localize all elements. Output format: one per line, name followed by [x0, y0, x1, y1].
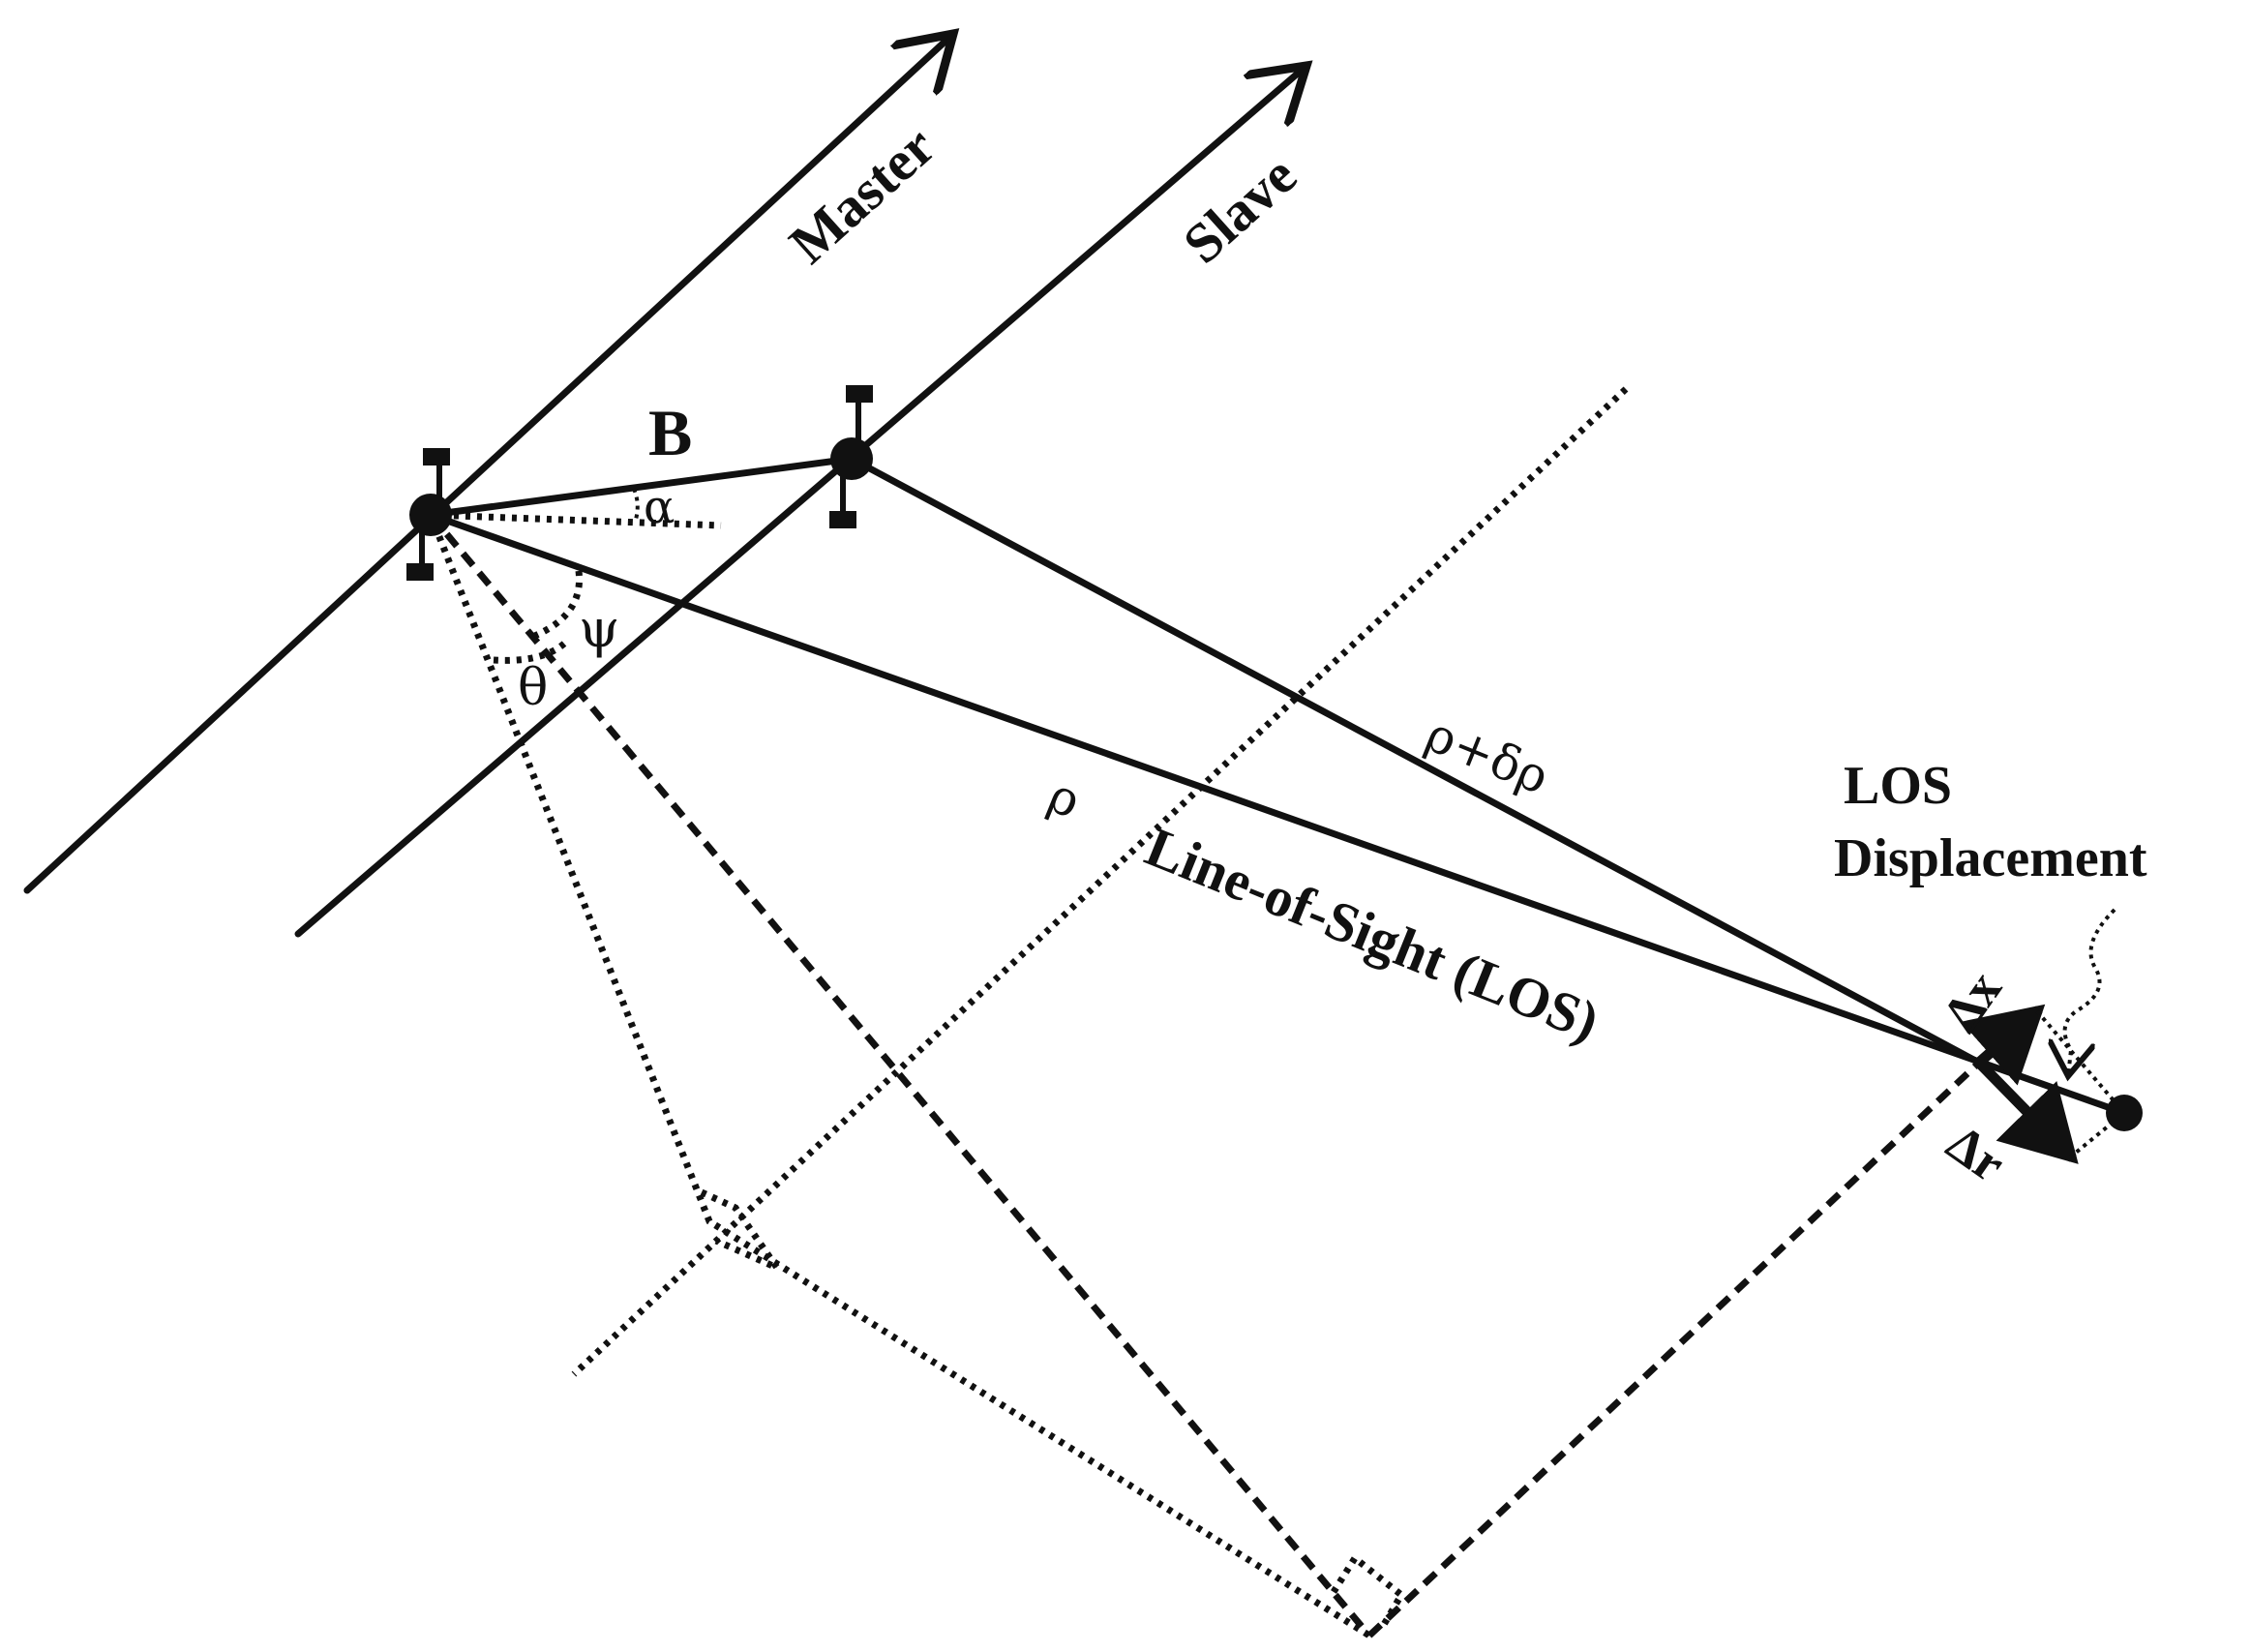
dotted-parallel-line — [571, 386, 1629, 1377]
rho-delta-label: ρ+δρ — [1419, 706, 1557, 805]
delta-x-label: Δx — [1932, 961, 2013, 1042]
alpha-reference-line — [430, 511, 722, 529]
alpha-arc — [632, 488, 640, 524]
rho-label: ρ — [1041, 766, 1089, 829]
target-point — [2106, 1095, 2143, 1131]
master-satellite-icon — [406, 448, 452, 581]
delta-r-vector — [1973, 1057, 2079, 1164]
slave-satellite-icon — [829, 385, 873, 528]
theta-label: θ — [518, 659, 548, 717]
alpha-label: α — [644, 480, 675, 534]
dashed-look-line — [428, 512, 1372, 1638]
los-displacement-pointer — [2065, 908, 2116, 1076]
psi-arc — [525, 570, 584, 643]
delta-x-vector — [1961, 1004, 2046, 1086]
psi-label: ψ — [579, 598, 619, 659]
delta-r-label: Δr — [1936, 1114, 2016, 1193]
baseline-label: B — [648, 396, 692, 469]
master-orbit-line — [23, 34, 953, 894]
dashed-ground-line — [1366, 1060, 1982, 1638]
right-angle-mark-left — [700, 1188, 787, 1277]
master-label: Master — [777, 114, 946, 276]
los-displacement-label-line1: LOS — [1844, 756, 1952, 816]
dotted-nadir-line — [427, 513, 1371, 1638]
los-line-master — [427, 511, 2128, 1117]
right-angle-mark-bottom — [1331, 1552, 1406, 1630]
slave-orbit-line — [294, 66, 1306, 938]
baseline-line — [427, 455, 855, 519]
los-line-slave — [848, 455, 1983, 1066]
los-displacement-label-line2: Displacement — [1834, 828, 2147, 888]
